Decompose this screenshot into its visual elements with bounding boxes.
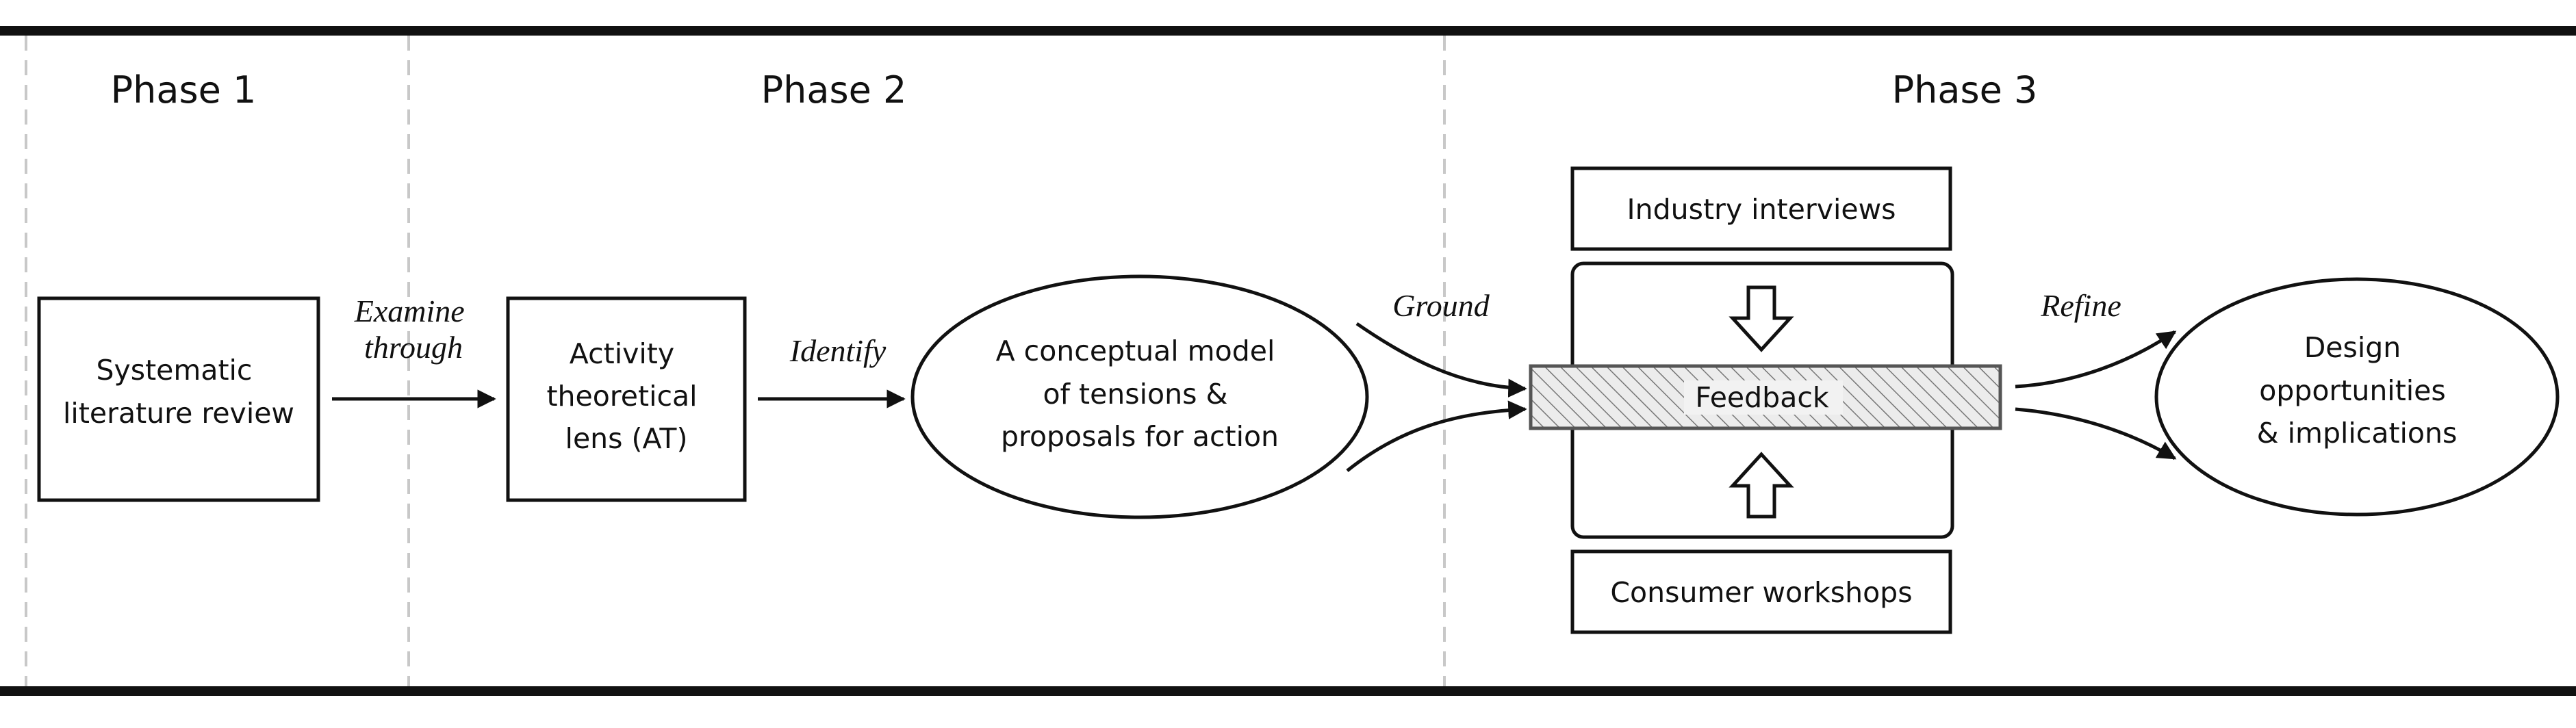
refine-arrow-lower <box>2015 407 2177 460</box>
phase-1-heading: Phase 1 <box>111 68 257 112</box>
conceptual-model-line-2: of tensions & <box>1043 378 1227 411</box>
conceptual-model-line-1: A conceptual model <box>996 335 1275 367</box>
ground-arrow-upper <box>1355 322 1527 398</box>
examine-through-line-1: Examine <box>354 294 465 328</box>
design-opportunities-label: Design opportunities & implications <box>2257 331 2458 450</box>
examine-through-label: Examine through <box>354 294 472 365</box>
design-opportunities-ellipse <box>2154 277 2560 517</box>
design-opportunities-line-2: opportunities <box>2259 374 2446 407</box>
up-arrow-icon <box>1729 452 1794 519</box>
ground-arrow-lower <box>1346 400 1527 472</box>
at-lens-line-1: Activity <box>570 337 674 370</box>
ground-label: Ground <box>1392 288 1490 323</box>
refine-label: Refine <box>2040 288 2121 323</box>
top-border <box>0 26 2576 36</box>
at-lens-line-2: theoretical <box>546 380 697 413</box>
refine-arrow-upper <box>2015 330 2177 389</box>
feedback-label: Feedback <box>1695 381 1829 414</box>
conceptual-model-ellipse <box>910 274 1369 519</box>
at-lens-label: Activity theoretical lens (AT) <box>546 337 706 455</box>
slr-label-line-2: literature review <box>63 397 294 430</box>
design-opportunities-line-1: Design <box>2304 331 2401 364</box>
industry-interviews-label: Industry interviews <box>1627 193 1896 226</box>
slr-label-line-1: Systematic <box>96 354 252 387</box>
consumer-workshops-box <box>1570 549 1952 634</box>
bottom-border <box>0 686 2576 696</box>
feedback-label-backdrop <box>1684 380 1843 415</box>
down-arrow-icon <box>1729 285 1794 352</box>
examine-through-line-2: through <box>364 330 463 365</box>
phase-2-heading: Phase 2 <box>761 68 907 112</box>
conceptual-model-label: A conceptual model of tensions & proposa… <box>996 335 1284 453</box>
identify-label: Identify <box>789 333 887 368</box>
at-lens-line-3: lens (AT) <box>565 422 688 455</box>
slr-box <box>37 296 320 502</box>
phase-3-heading: Phase 3 <box>1892 68 2038 112</box>
consumer-workshops-label: Consumer workshops <box>1610 576 1912 609</box>
conceptual-model-line-3: proposals for action <box>1001 420 1279 453</box>
industry-interviews-box <box>1570 166 1952 251</box>
design-opportunities-line-3: & implications <box>2257 417 2458 450</box>
slr-label: Systematic literature review <box>63 354 294 430</box>
at-lens-box <box>506 296 747 502</box>
